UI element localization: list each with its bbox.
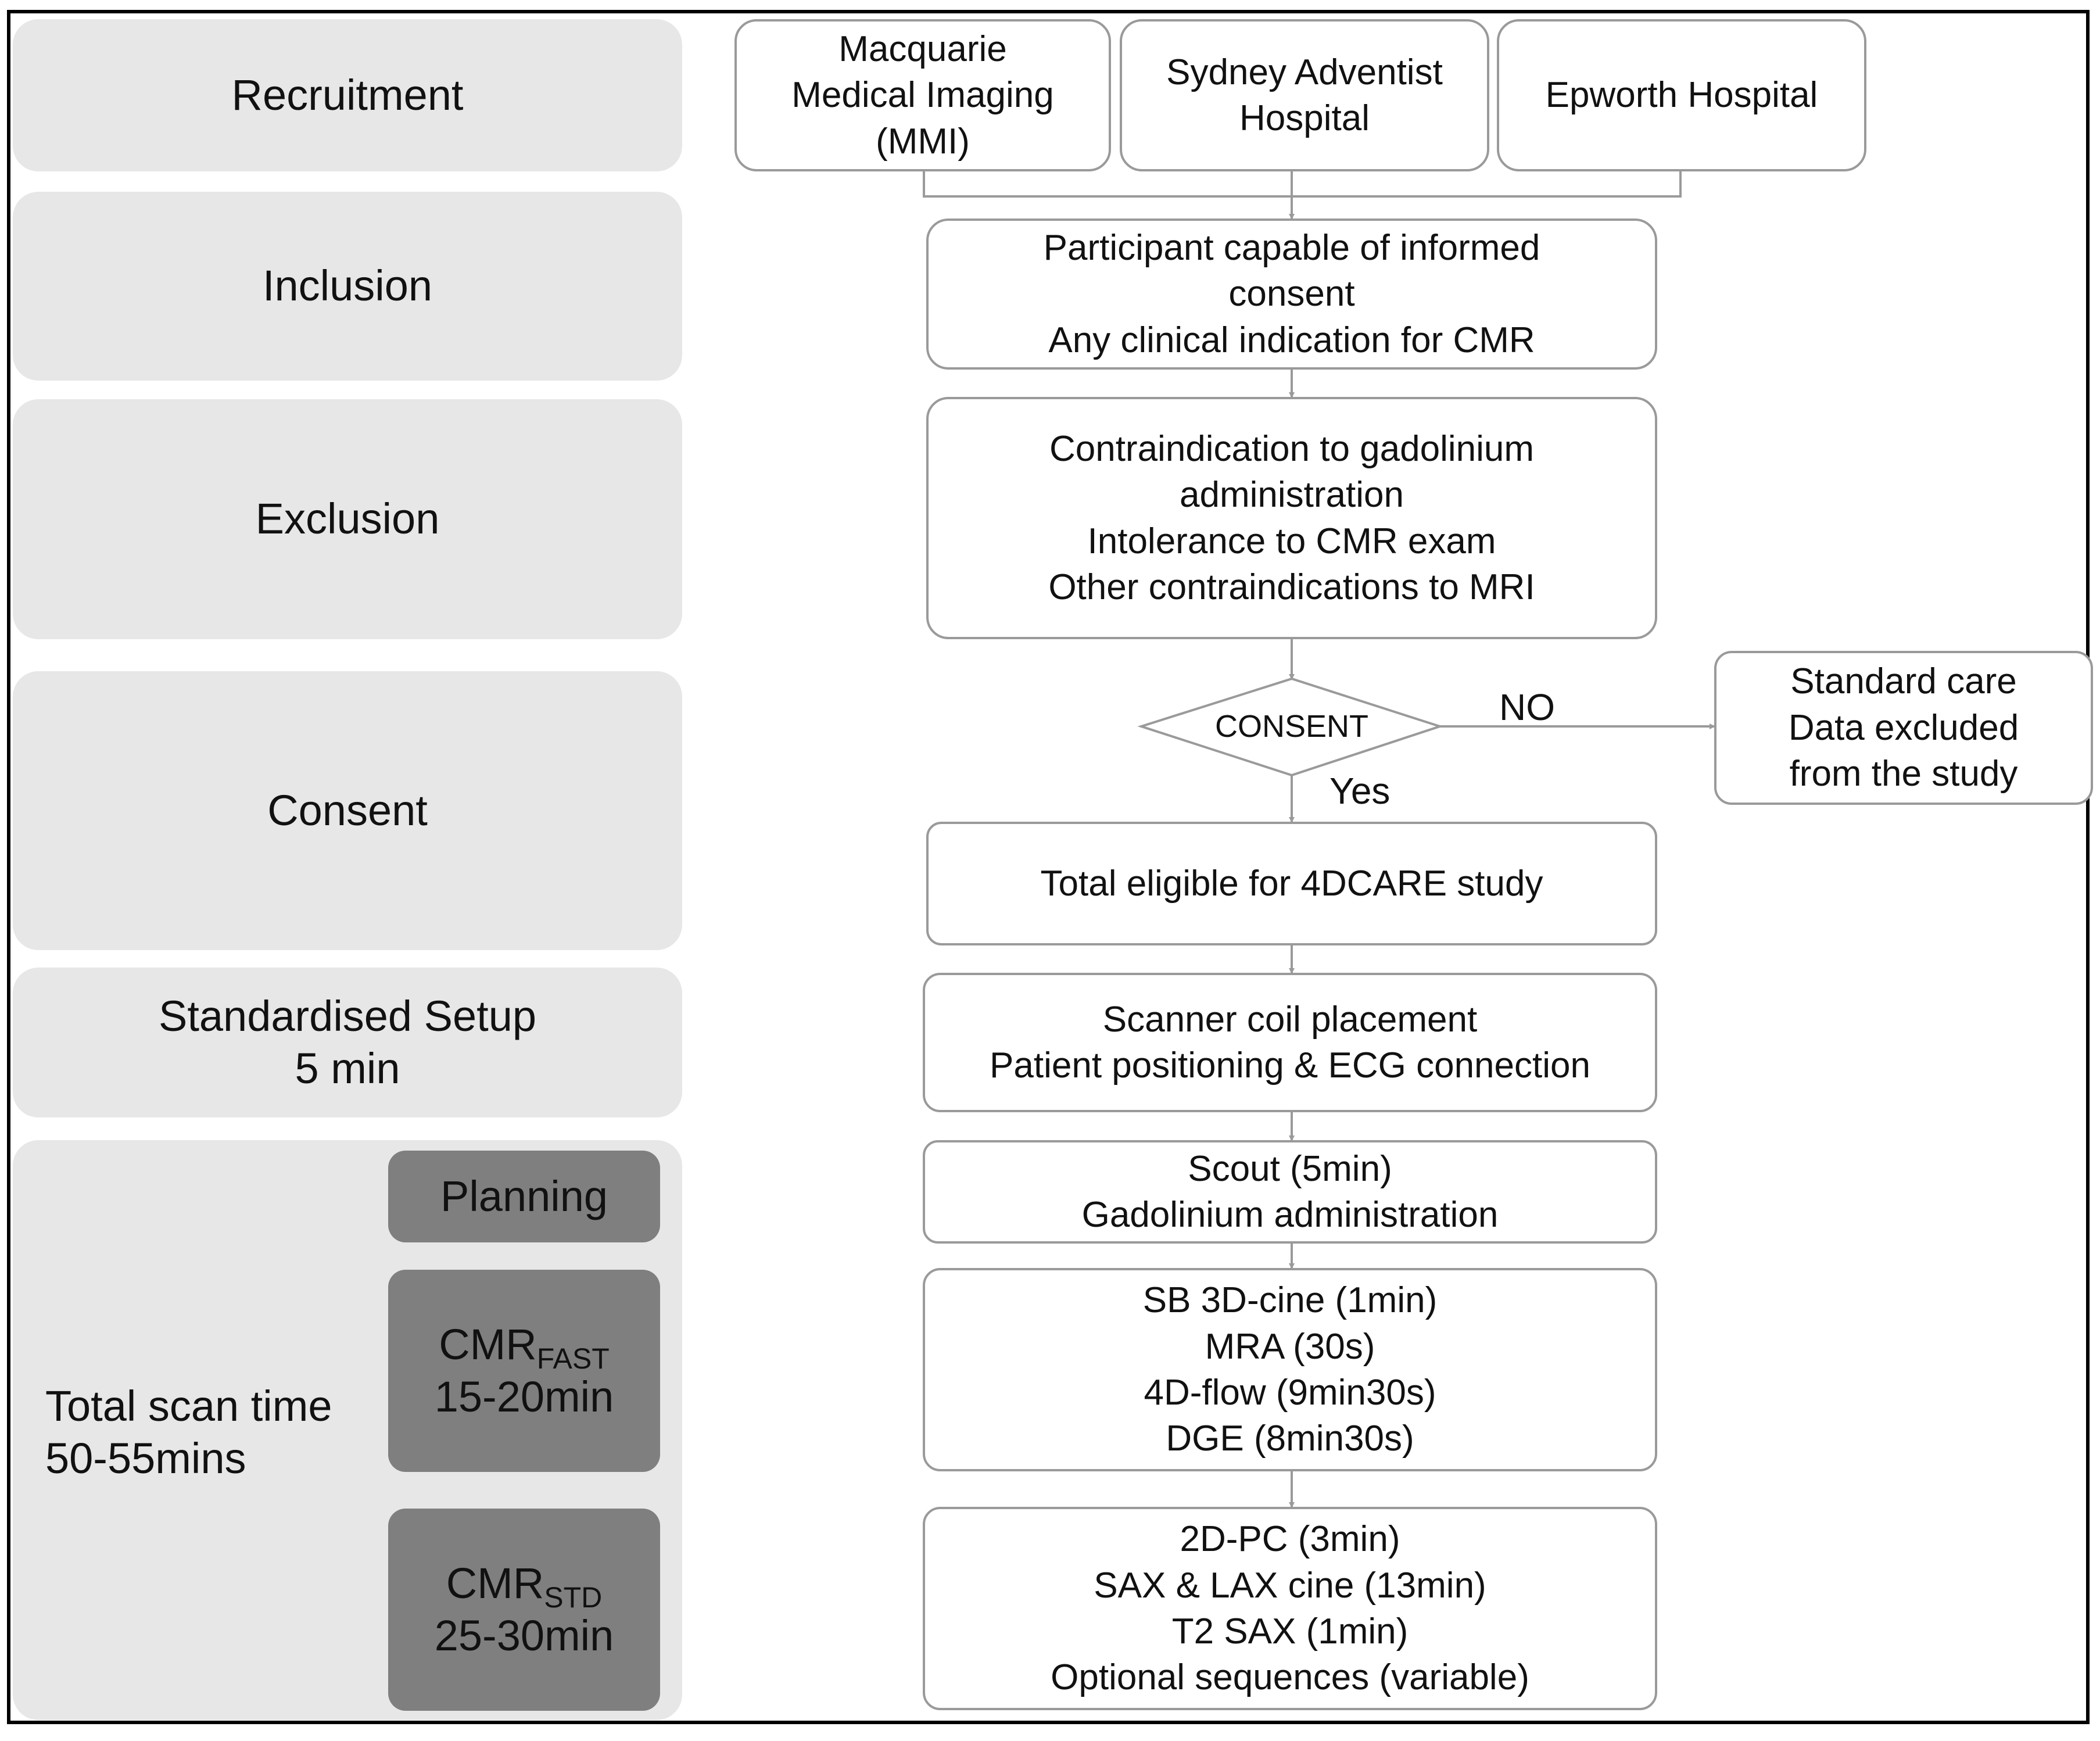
- decision-no-label: NO: [1499, 686, 1555, 728]
- site-epworth-line1: Epworth Hospital: [1545, 75, 1818, 116]
- stage-inclusion: Inclusion: [13, 192, 682, 381]
- excluded-outcome-box: Standard care Data excluded from the stu…: [1714, 651, 2093, 805]
- decision-label: CONSENT: [1214, 709, 1369, 744]
- site-sah-line2: Hospital: [1239, 98, 1370, 138]
- inclusion-line3: Any clinical indication for CMR: [1048, 320, 1535, 360]
- substage-cmr-fast: CMRFAST 15-20min: [388, 1270, 660, 1472]
- std-line1: 2D-PC (3min): [1180, 1519, 1400, 1560]
- site-mmi-line3: (MMI): [876, 121, 970, 162]
- stage-recruitment-label: Recruitment: [231, 70, 464, 119]
- total-scan-text: Total scan time 50-55mins: [45, 1380, 332, 1485]
- setup-line2: Patient positioning & ECG connection: [990, 1045, 1590, 1086]
- stage-consent: Consent: [13, 671, 682, 950]
- setup-line1: Scanner coil placement: [1102, 999, 1478, 1040]
- planning-line1: Scout (5min): [1188, 1148, 1392, 1189]
- exclusion-line1: Contraindication to gadolinium: [1049, 428, 1535, 469]
- total-scan-duration: 50-55mins: [45, 1434, 246, 1483]
- excluded-line3: from the study: [1789, 754, 2018, 794]
- site-sah-line1: Sydney Adventist: [1166, 52, 1443, 92]
- eligible-box: Total eligible for 4DCARE study: [926, 822, 1657, 945]
- cmr-fast-subscript: FAST: [536, 1342, 610, 1375]
- setup-box: Scanner coil placement Patient positioni…: [923, 973, 1657, 1112]
- inclusion-line2: consent: [1228, 274, 1355, 314]
- exclusion-criteria-box: Contraindication to gadolinium administr…: [926, 397, 1657, 639]
- fast-line3: 4D-flow (9min30s): [1144, 1373, 1436, 1413]
- fast-line1: SB 3D-cine (1min): [1142, 1280, 1438, 1321]
- stage-setup-duration: 5 min: [295, 1044, 400, 1092]
- std-line4: Optional sequences (variable): [1051, 1657, 1529, 1698]
- site-box-epworth: Epworth Hospital: [1497, 19, 1866, 171]
- eligible-line1: Total eligible for 4DCARE study: [1040, 863, 1543, 904]
- cmr-fast-main: CMR: [439, 1320, 537, 1369]
- planning-box: Scout (5min) Gadolinium administration: [923, 1140, 1657, 1244]
- std-line3: T2 SAX (1min): [1171, 1611, 1409, 1652]
- stage-exclusion-label: Exclusion: [255, 495, 440, 543]
- stage-setup-label: Standardised Setup: [158, 991, 537, 1040]
- site-merge-line: [923, 171, 1682, 198]
- stage-exclusion: Exclusion: [13, 399, 682, 639]
- cmr-std-main: CMR: [446, 1559, 544, 1607]
- std-line2: SAX & LAX cine (13min): [1094, 1565, 1486, 1606]
- site-box-mmi: Macquarie Medical Imaging (MMI): [734, 19, 1111, 171]
- cmr-std-subscript: STD: [544, 1581, 603, 1614]
- excluded-line1: Standard care: [1790, 661, 2017, 702]
- site-box-sydney-adventist: Sydney Adventist Hospital: [1120, 19, 1489, 171]
- stage-setup: Standardised Setup 5 min: [13, 968, 682, 1117]
- substage-planning: Planning: [388, 1151, 660, 1242]
- inclusion-line1: Participant capable of informed: [1043, 227, 1540, 268]
- exclusion-line3: Intolerance to CMR exam: [1087, 521, 1496, 561]
- stage-inclusion-label: Inclusion: [262, 261, 433, 310]
- substage-planning-label: Planning: [440, 1172, 608, 1220]
- cmr-std-time: 25-30min: [434, 1611, 614, 1660]
- substage-cmr-std: CMRSTD 25-30min: [388, 1509, 660, 1711]
- cmr-fast-time: 15-20min: [434, 1373, 614, 1421]
- planning-line2: Gadolinium administration: [1081, 1195, 1499, 1235]
- consent-decision-diamond: [1137, 677, 1444, 777]
- decision-yes-label: Yes: [1329, 770, 1391, 812]
- total-scan-label: Total scan time: [45, 1382, 332, 1430]
- excluded-line2: Data excluded: [1788, 707, 2019, 748]
- cmr-std-sequences-box: 2D-PC (3min) SAX & LAX cine (13min) T2 S…: [923, 1507, 1657, 1710]
- stage-consent-label: Consent: [267, 786, 428, 834]
- site-mmi-line1: Macquarie: [838, 28, 1007, 69]
- exclusion-line2: administration: [1180, 475, 1404, 515]
- fast-line2: MRA (30s): [1205, 1326, 1375, 1367]
- inclusion-criteria-box: Participant capable of informed consent …: [926, 218, 1657, 370]
- fast-line4: DGE (8min30s): [1166, 1418, 1414, 1459]
- site-mmi-line2: Medical Imaging: [791, 75, 1054, 116]
- exclusion-line4: Other contraindications to MRI: [1048, 567, 1535, 607]
- stage-recruitment: Recruitment: [13, 19, 682, 171]
- cmr-fast-sequences-box: SB 3D-cine (1min) MRA (30s) 4D-flow (9mi…: [923, 1268, 1657, 1471]
